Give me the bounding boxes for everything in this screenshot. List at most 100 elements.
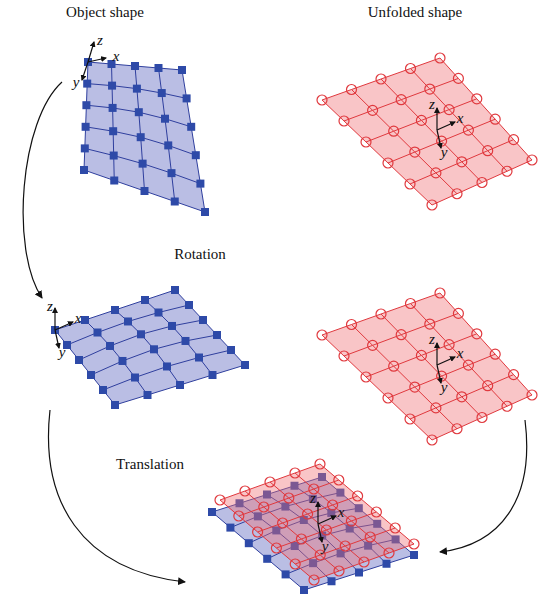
- mesh-node-square: [263, 555, 271, 563]
- mesh-node-square: [81, 144, 89, 152]
- mesh-node-square: [182, 337, 190, 345]
- axis-label: y: [441, 380, 448, 395]
- mesh-node-square: [108, 82, 116, 90]
- mesh-node-circle: [361, 137, 371, 147]
- mesh-node-circle: [406, 299, 416, 309]
- mesh-node-circle: [427, 435, 437, 445]
- axis-label: y: [73, 75, 80, 90]
- axis-arrow: [318, 524, 322, 542]
- mesh-node-circle: [444, 340, 454, 350]
- mesh-surface: [55, 290, 245, 405]
- axis-arrow: [55, 322, 73, 330]
- mesh-node-square: [161, 115, 169, 123]
- mesh-node-circle: [390, 523, 400, 533]
- mesh-node-circle: [339, 351, 349, 361]
- mesh-line: [182, 70, 205, 212]
- mesh-line: [352, 90, 458, 194]
- axis-label: z: [47, 299, 53, 314]
- mesh-surface: [220, 464, 414, 580]
- mesh-node-square: [110, 177, 118, 185]
- mesh-node-circle: [396, 330, 406, 340]
- mesh-node-circle: [483, 381, 493, 391]
- stage-title: Rotation: [174, 247, 226, 262]
- mesh-line: [320, 464, 414, 544]
- mesh-node-square: [199, 316, 207, 324]
- mesh-node-circle: [431, 168, 441, 178]
- mesh-node-circle: [477, 413, 487, 423]
- mesh-node-circle: [376, 74, 386, 84]
- mesh-node-circle: [409, 539, 419, 549]
- axis-label: x: [457, 346, 464, 361]
- mesh-node-circle: [444, 105, 454, 115]
- mesh-node-circle: [435, 53, 445, 63]
- mesh-line: [55, 290, 175, 330]
- mesh-node-circle: [317, 95, 327, 105]
- mesh-line: [411, 69, 508, 172]
- mesh-node-square: [163, 362, 171, 370]
- mesh-node-circle: [435, 288, 445, 298]
- mesh-line: [381, 79, 482, 183]
- mesh-node-circle: [371, 507, 381, 517]
- axis-label: x: [457, 111, 464, 126]
- mesh-node-square: [133, 85, 141, 93]
- mesh-node-square: [213, 331, 221, 339]
- mesh-node-circle: [509, 135, 519, 145]
- mesh-node-square: [99, 386, 107, 394]
- mesh-node-circle: [296, 534, 306, 544]
- mesh-node-square: [119, 357, 127, 365]
- mesh-node-square: [176, 381, 184, 389]
- mesh-node-square: [111, 401, 119, 409]
- axis-label: y: [322, 539, 329, 554]
- mesh-node-circle: [416, 350, 426, 360]
- mesh-node-square: [164, 141, 172, 149]
- mesh-surface: [322, 58, 532, 205]
- mesh-line: [411, 304, 508, 407]
- axis-arrow: [55, 330, 59, 348]
- object-mesh: [51, 286, 249, 409]
- mesh-node-circle: [259, 502, 269, 512]
- axis-label: x: [113, 49, 120, 64]
- axis-triad: [82, 42, 106, 80]
- flow-arrow: [23, 82, 62, 298]
- mesh-node-square: [110, 152, 118, 160]
- mesh-node-square: [171, 198, 179, 206]
- mesh-line: [381, 314, 482, 418]
- mesh-node-circle: [502, 401, 512, 411]
- mesh-node-square: [139, 160, 147, 168]
- unfolded-mesh: [317, 288, 537, 445]
- mesh-node-circle: [265, 477, 275, 487]
- mesh-node-square: [109, 104, 117, 112]
- axis-arrow: [88, 42, 94, 62]
- mesh-node-circle: [427, 200, 437, 210]
- mesh-node-circle: [346, 516, 356, 526]
- mesh-line: [270, 482, 364, 562]
- mesh-node-circle: [353, 491, 363, 501]
- mesh-node-circle: [309, 575, 319, 585]
- mesh-node-square: [187, 123, 195, 131]
- mesh-node-circle: [321, 525, 331, 535]
- unfolded-mesh: [317, 53, 537, 210]
- mesh-node-circle: [396, 95, 406, 105]
- mesh-line: [352, 325, 458, 429]
- mesh-node-square: [131, 374, 139, 382]
- mesh-node-circle: [334, 566, 344, 576]
- mesh-node-circle: [452, 424, 462, 434]
- mesh-node-circle: [502, 166, 512, 176]
- mesh-node-circle: [463, 360, 473, 370]
- mesh-node-square: [81, 316, 89, 324]
- mesh-node-square: [141, 296, 149, 304]
- mesh-node-circle: [303, 509, 313, 519]
- mesh-node-square: [168, 169, 176, 177]
- axis-label: x: [75, 311, 82, 326]
- mesh-node-square: [168, 322, 176, 330]
- axis-label: y: [441, 145, 448, 160]
- axis-label: z: [429, 97, 435, 112]
- mesh-node-square: [227, 346, 235, 354]
- mesh-node-circle: [361, 372, 371, 382]
- mesh-node-circle: [453, 308, 463, 318]
- mesh-node-square: [226, 524, 234, 532]
- mesh-node-square: [137, 330, 145, 338]
- mesh-node-circle: [290, 559, 300, 569]
- mesh-node-circle: [457, 157, 467, 167]
- mesh-node-circle: [509, 370, 519, 380]
